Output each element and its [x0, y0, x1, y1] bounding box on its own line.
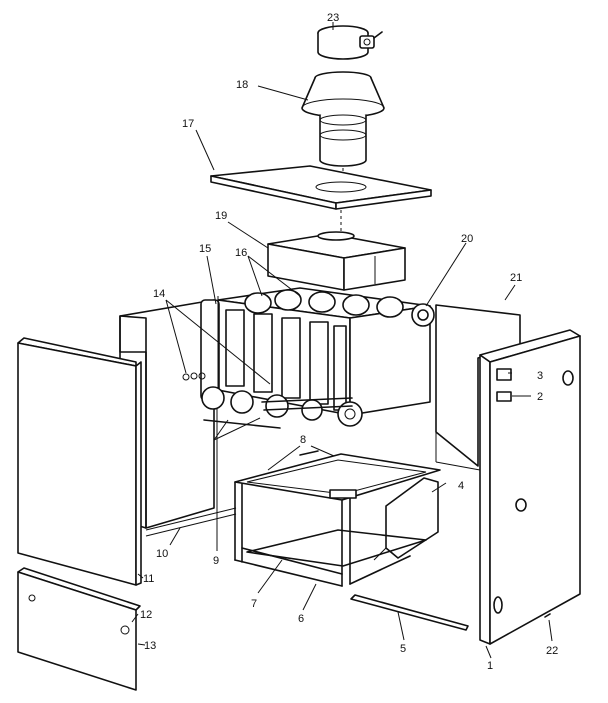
callout-2: 2	[537, 391, 543, 403]
right-insulation-panel	[435, 304, 521, 471]
callout-11: 11	[143, 573, 154, 585]
callout-4: 4	[458, 480, 464, 492]
screw	[544, 613, 551, 618]
callout-6: 6	[298, 613, 304, 625]
top-gasket-plate	[210, 165, 432, 232]
callout-16: 16	[235, 247, 247, 259]
callout-15: 15	[199, 243, 211, 255]
callout-13: 13	[144, 640, 156, 652]
left-jacket-panel	[17, 337, 142, 586]
callout-14: 14	[153, 288, 165, 300]
callout-18: 18	[236, 79, 248, 91]
callout-8: 8	[300, 434, 306, 446]
side-insulation-pad	[373, 477, 439, 561]
callout-17: 17	[182, 118, 194, 130]
callout-5: 5	[400, 643, 406, 655]
callout-19: 19	[215, 210, 227, 222]
callout-9: 9	[213, 555, 219, 567]
callout-3: 3	[537, 370, 543, 382]
base-frame	[234, 450, 441, 587]
callout-7: 7	[251, 598, 257, 610]
callout-1: 1	[487, 660, 493, 672]
draft-diverter	[301, 71, 385, 176]
callout-23: 23	[327, 12, 339, 24]
callout-21: 21	[510, 272, 522, 284]
lower-front-door	[17, 567, 141, 691]
right-jacket-panel	[479, 329, 581, 645]
callout-12: 12	[140, 609, 152, 621]
floor-rail	[350, 594, 469, 631]
callout-10: 10	[156, 548, 168, 560]
leader-lines	[131, 22, 553, 659]
draft-hood-collar	[317, 25, 383, 60]
flue-collector	[267, 231, 406, 291]
callout-22: 22	[546, 645, 558, 657]
part-callouts: 23 18 17 19 20 15 16 21 14 3 2 8 4 10 9 …	[140, 12, 558, 672]
heat-exchanger-block	[182, 287, 435, 429]
callout-20: 20	[461, 233, 473, 245]
